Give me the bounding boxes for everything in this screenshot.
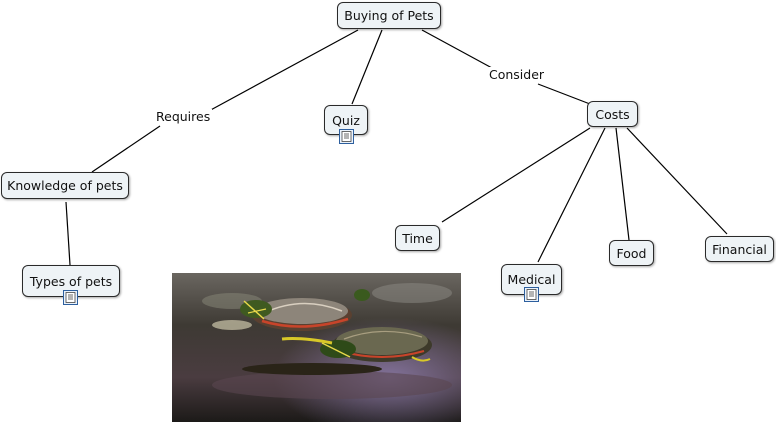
link-buying-consider (421, 29, 493, 69)
node-medical[interactable]: Medical (501, 264, 562, 295)
link-label-consider: Consider (487, 67, 547, 82)
node-food[interactable]: Food (609, 240, 654, 266)
link-costs-financial (626, 127, 728, 235)
node-types-of-pets[interactable]: Types of pets (22, 265, 120, 297)
turtles-photo (172, 273, 461, 422)
link-consider-costs (537, 83, 591, 105)
node-costs[interactable]: Costs (587, 101, 638, 127)
link-requires-knowledge (91, 125, 161, 173)
document-icon[interactable] (63, 290, 78, 305)
node-knowledge-of-pets[interactable]: Knowledge of pets (1, 172, 129, 199)
link-buying-quiz (351, 29, 383, 105)
link-knowledge-types (65, 201, 71, 266)
document-icon[interactable] (524, 287, 539, 302)
node-buying-of-pets[interactable]: Buying of Pets (337, 2, 441, 29)
node-time[interactable]: Time (395, 225, 440, 251)
node-financial[interactable]: Financial (705, 236, 774, 262)
link-buying-requires (206, 29, 359, 113)
link-costs-food (615, 127, 630, 241)
document-icon[interactable] (339, 129, 354, 144)
link-costs-time (441, 127, 591, 223)
link-label-requires: Requires (154, 109, 213, 124)
link-costs-medical (537, 127, 606, 263)
